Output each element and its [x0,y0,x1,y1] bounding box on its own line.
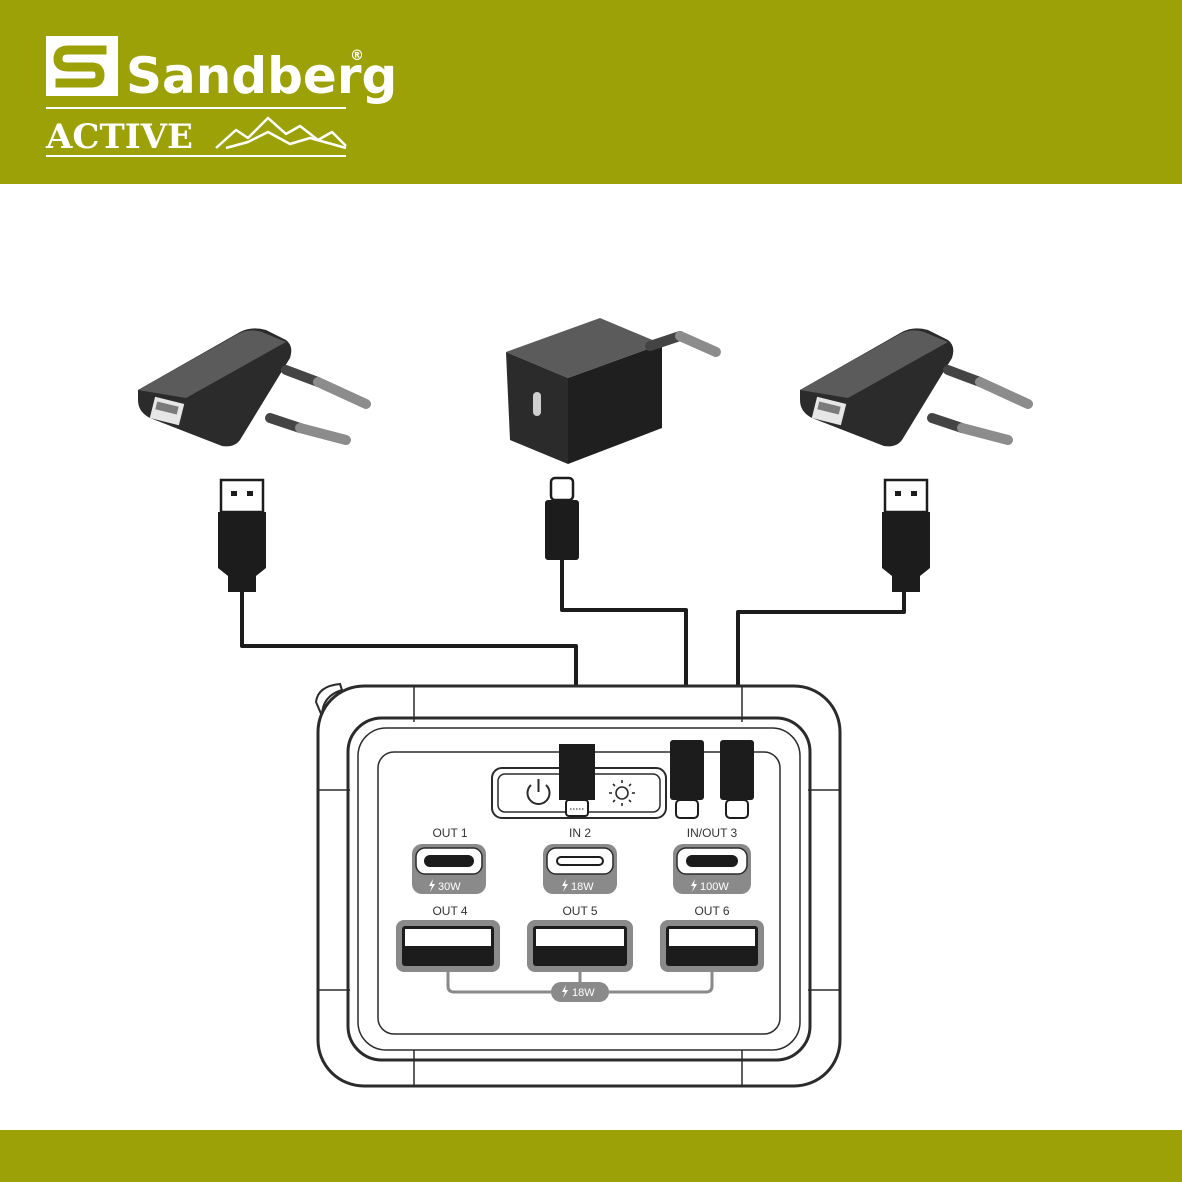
footer-background [0,1130,1182,1182]
brand-footer [0,1130,1182,1182]
usb-c-plug-inserted-2 [720,740,754,818]
port-inout3-watt: 100W [700,881,729,893]
registered-mark: ® [350,48,364,64]
usb-a-group-watt: 18W [572,987,595,999]
usb-a-plug-left [218,480,266,592]
brand-subline: ACTIVE [45,117,193,157]
usb-a-plug-right [882,480,930,592]
port-out1-watt: 30W [438,881,461,893]
port-in2-label: IN 2 [569,826,591,840]
port-inout3-label: IN/OUT 3 [687,826,738,840]
usb-a-wall-charger-right [800,328,1028,446]
usb-c-wall-charger-middle [506,318,716,464]
power-bank-device: OUT 1 30W IN 2 18W IN/OUT 3 100W OUT 4 [316,684,840,1086]
usb-c-plug-inserted-1 [670,740,704,818]
port-out1-label: OUT 1 [432,826,467,840]
brand-header: Sandberg ® ACTIVE [0,0,1182,184]
port-in2-watt: 18W [571,881,594,893]
usb-c-port-icon [533,392,541,416]
port-out6-label: OUT 6 [694,904,729,918]
usb-c-plug-middle [545,478,579,560]
port-out4-label: OUT 4 [432,904,467,918]
sandberg-logo-icon [46,36,118,96]
charging-diagram: OUT 1 30W IN 2 18W IN/OUT 3 100W OUT 4 [0,184,1182,1130]
usb-a-wall-charger-left [138,328,366,446]
port-out5-label: OUT 5 [562,904,597,918]
